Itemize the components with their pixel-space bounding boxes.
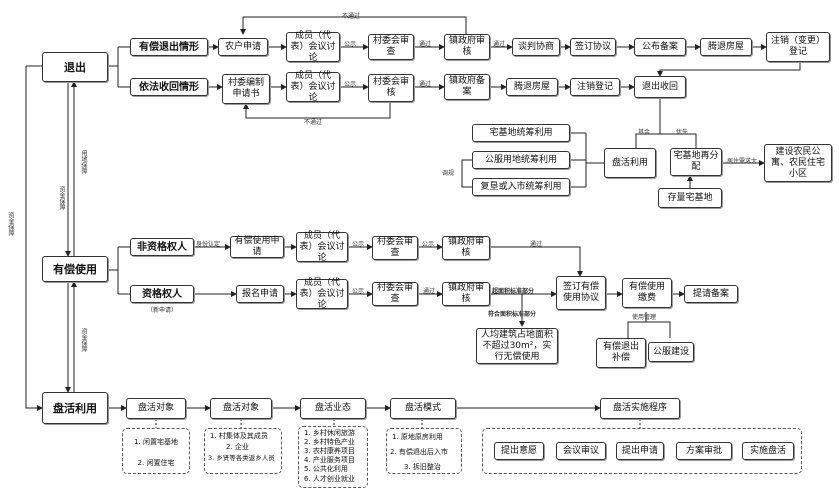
revitalize-object-b[interactable]: 盘活对象 <box>210 398 272 419</box>
object-b-list <box>204 428 282 474</box>
plan-reclaim-market[interactable]: 复垦或入市统筹利用 <box>472 178 570 196</box>
public-service-construction[interactable]: 公服建设 <box>648 342 694 362</box>
over-standard-label: 超面积标准部分 <box>492 288 535 295</box>
land-guarantee-label: 用地保障 <box>80 150 87 174</box>
revitalize-mode[interactable]: 盘活模式 <box>390 398 456 419</box>
sign-paid-agreement[interactable]: 签订有偿使用协议 <box>556 276 606 310</box>
identity-label: 身份认定 <box>196 241 221 248</box>
rejected-label-bottom: 不通过 <box>304 119 323 126</box>
village-review-3[interactable]: 村委会审查 <box>372 236 418 260</box>
publish-record[interactable]: 公布备案 <box>634 38 686 56</box>
object-b-item-1: 1. 村集体及其成员 <box>210 432 268 440</box>
registration-application[interactable]: 报名申请 <box>236 285 284 303</box>
procedure-step-2[interactable]: 会议审议 <box>556 442 606 460</box>
stage-exit[interactable]: 退出 <box>42 52 108 82</box>
business-list <box>298 426 368 488</box>
village-application-doc[interactable]: 村委编制申请书 <box>222 74 270 104</box>
usage-management-label: 使用管理 <box>632 314 657 321</box>
cancel-registration-1[interactable]: 注销（变更）登记 <box>766 32 830 62</box>
stage-revitalize[interactable]: 盘活利用 <box>42 392 108 424</box>
within-standard-label: 符合面积标准部分 <box>488 311 537 318</box>
business-item-1: 1. 乡村休闲旅游 <box>304 429 355 437</box>
procedure-step-5[interactable]: 实施盘活 <box>742 442 794 460</box>
procedure-step-1[interactable]: 提出意愿 <box>494 442 544 460</box>
rejected-label-top: 不通过 <box>342 13 361 20</box>
fund-guarantee-label-lower: 资金保障 <box>80 328 87 352</box>
business-item-2: 2. 乡村特色产业 <box>304 438 355 446</box>
business-item-3: 3. 农村康养项目 <box>304 447 355 455</box>
plan-homestead[interactable]: 宅基地统筹利用 <box>472 124 570 142</box>
negotiation[interactable]: 谈判协商 <box>512 38 560 56</box>
member-meeting-4[interactable]: 成员（代表）会议讨论 <box>296 278 348 310</box>
publicity-label-2: 公示 <box>344 81 357 88</box>
stage-paid-use[interactable]: 有偿使用 <box>42 256 108 282</box>
paid-exit-compensation[interactable]: 有偿退出补偿 <box>596 338 646 368</box>
member-meeting-1[interactable]: 成员（代表）会议讨论 <box>286 31 340 63</box>
submit-archive[interactable]: 提请备案 <box>684 285 738 303</box>
vacate-house-1[interactable]: 腾退房屋 <box>700 38 752 56</box>
publicity-label-3: 公示 <box>352 241 365 248</box>
approved-label-1: 通过 <box>419 41 432 48</box>
member-meeting-2[interactable]: 成员（代表）会议讨论 <box>286 71 340 103</box>
farmer-housing[interactable]: 建设农民公寓、农民住宅小区 <box>764 144 832 182</box>
qualified-category[interactable]: 资格权人 <box>130 285 194 303</box>
fund-guarantee-label-left: 资金保障 <box>7 212 14 236</box>
publicity-label-1: 公示 <box>344 41 357 48</box>
mode-item-1: 1. 原地原房利用 <box>392 433 443 441</box>
town-review-4[interactable]: 镇政府审核 <box>442 282 490 306</box>
town-review-3[interactable]: 镇政府审核 <box>442 236 490 260</box>
mode-list <box>386 428 462 474</box>
approved-label-3: 通过 <box>419 81 432 88</box>
cancel-registration-2[interactable]: 注销登记 <box>570 78 620 96</box>
housing-demand-label: 居住需求大 <box>727 158 758 165</box>
town-record[interactable]: 镇政府备案 <box>444 74 490 100</box>
approved-label-5: 通过 <box>423 288 436 295</box>
qualified-note: （新申请） <box>147 307 178 314</box>
business-item-4: 4. 产业服务项目 <box>304 456 355 464</box>
farmer-application[interactable]: 农户申请 <box>218 38 268 56</box>
sign-agreement[interactable]: 签订协议 <box>570 38 616 56</box>
object-b-item-2: 2. 企业 <box>226 443 249 451</box>
stock-homestead[interactable]: 存量宅基地 <box>658 188 722 208</box>
object-a-item-1: 1. 闲置宅基地 <box>134 438 178 446</box>
paid-use-application[interactable]: 有偿使用申请 <box>230 236 284 258</box>
mode-item-3: 3. 拆旧整治 <box>404 463 441 471</box>
non-qualified-category[interactable]: 非资格权人 <box>130 238 194 256</box>
village-review-2[interactable]: 村委会审核 <box>368 74 414 102</box>
paid-use-fee[interactable]: 有偿使用缴费 <box>622 278 672 308</box>
publicity-label-5: 公示 <box>352 288 365 295</box>
priority-label: 优先 <box>676 129 689 136</box>
revitalize-use-node[interactable]: 盘活利用 <box>604 148 656 178</box>
revitalize-object-a[interactable]: 盘活对象 <box>126 398 186 419</box>
business-item-6: 6. 人才创业就业 <box>304 475 355 483</box>
object-a-item-2: 2. 闲置住宅 <box>137 459 175 467</box>
exit-recovery[interactable]: 退出收回 <box>634 76 686 98</box>
business-item-5: 5. 公共化利用 <box>304 465 348 473</box>
vacate-house-2[interactable]: 腾退房屋 <box>506 78 558 96</box>
revitalize-procedure[interactable]: 盘活实施程序 <box>600 398 680 419</box>
mode-item-2: 2. 有偿退出后入市 <box>390 448 448 456</box>
member-meeting-3[interactable]: 成员（代表）会议讨论 <box>296 231 348 263</box>
revitalize-business[interactable]: 盘活业态 <box>300 398 366 419</box>
lawful-recovery-category[interactable]: 依法收回情形 <box>130 78 208 96</box>
approved-label-4: 通过 <box>530 241 543 248</box>
procedure-step-3[interactable]: 提出申请 <box>616 442 664 460</box>
remainder-label: 其余 <box>638 129 651 136</box>
approved-label-2: 通过 <box>493 41 506 48</box>
plan-public-land[interactable]: 公服用地统筹利用 <box>472 151 570 169</box>
procedure-step-4[interactable]: 方案审批 <box>676 442 732 460</box>
publicity-label-4: 公示 <box>422 241 435 248</box>
redistribute-node[interactable]: 宅基地再分配 <box>670 148 722 176</box>
object-a-list <box>122 428 190 474</box>
object-b-item-3: 3. 乡贤等各类返乡人员 <box>208 454 275 462</box>
adjust-label: 调规 <box>442 170 455 177</box>
village-review-4[interactable]: 村委会审查 <box>372 282 418 306</box>
paid-exit-category[interactable]: 有偿退出情形 <box>130 38 208 56</box>
fund-guarantee-label-upper: 资金保障 <box>58 186 65 210</box>
area-standard-box[interactable]: 人均建筑占地面积不超过30m²，实行无偿使用 <box>476 328 558 364</box>
village-review-1[interactable]: 村委会审查 <box>368 34 414 60</box>
town-review-1[interactable]: 镇政府审核 <box>444 34 490 60</box>
